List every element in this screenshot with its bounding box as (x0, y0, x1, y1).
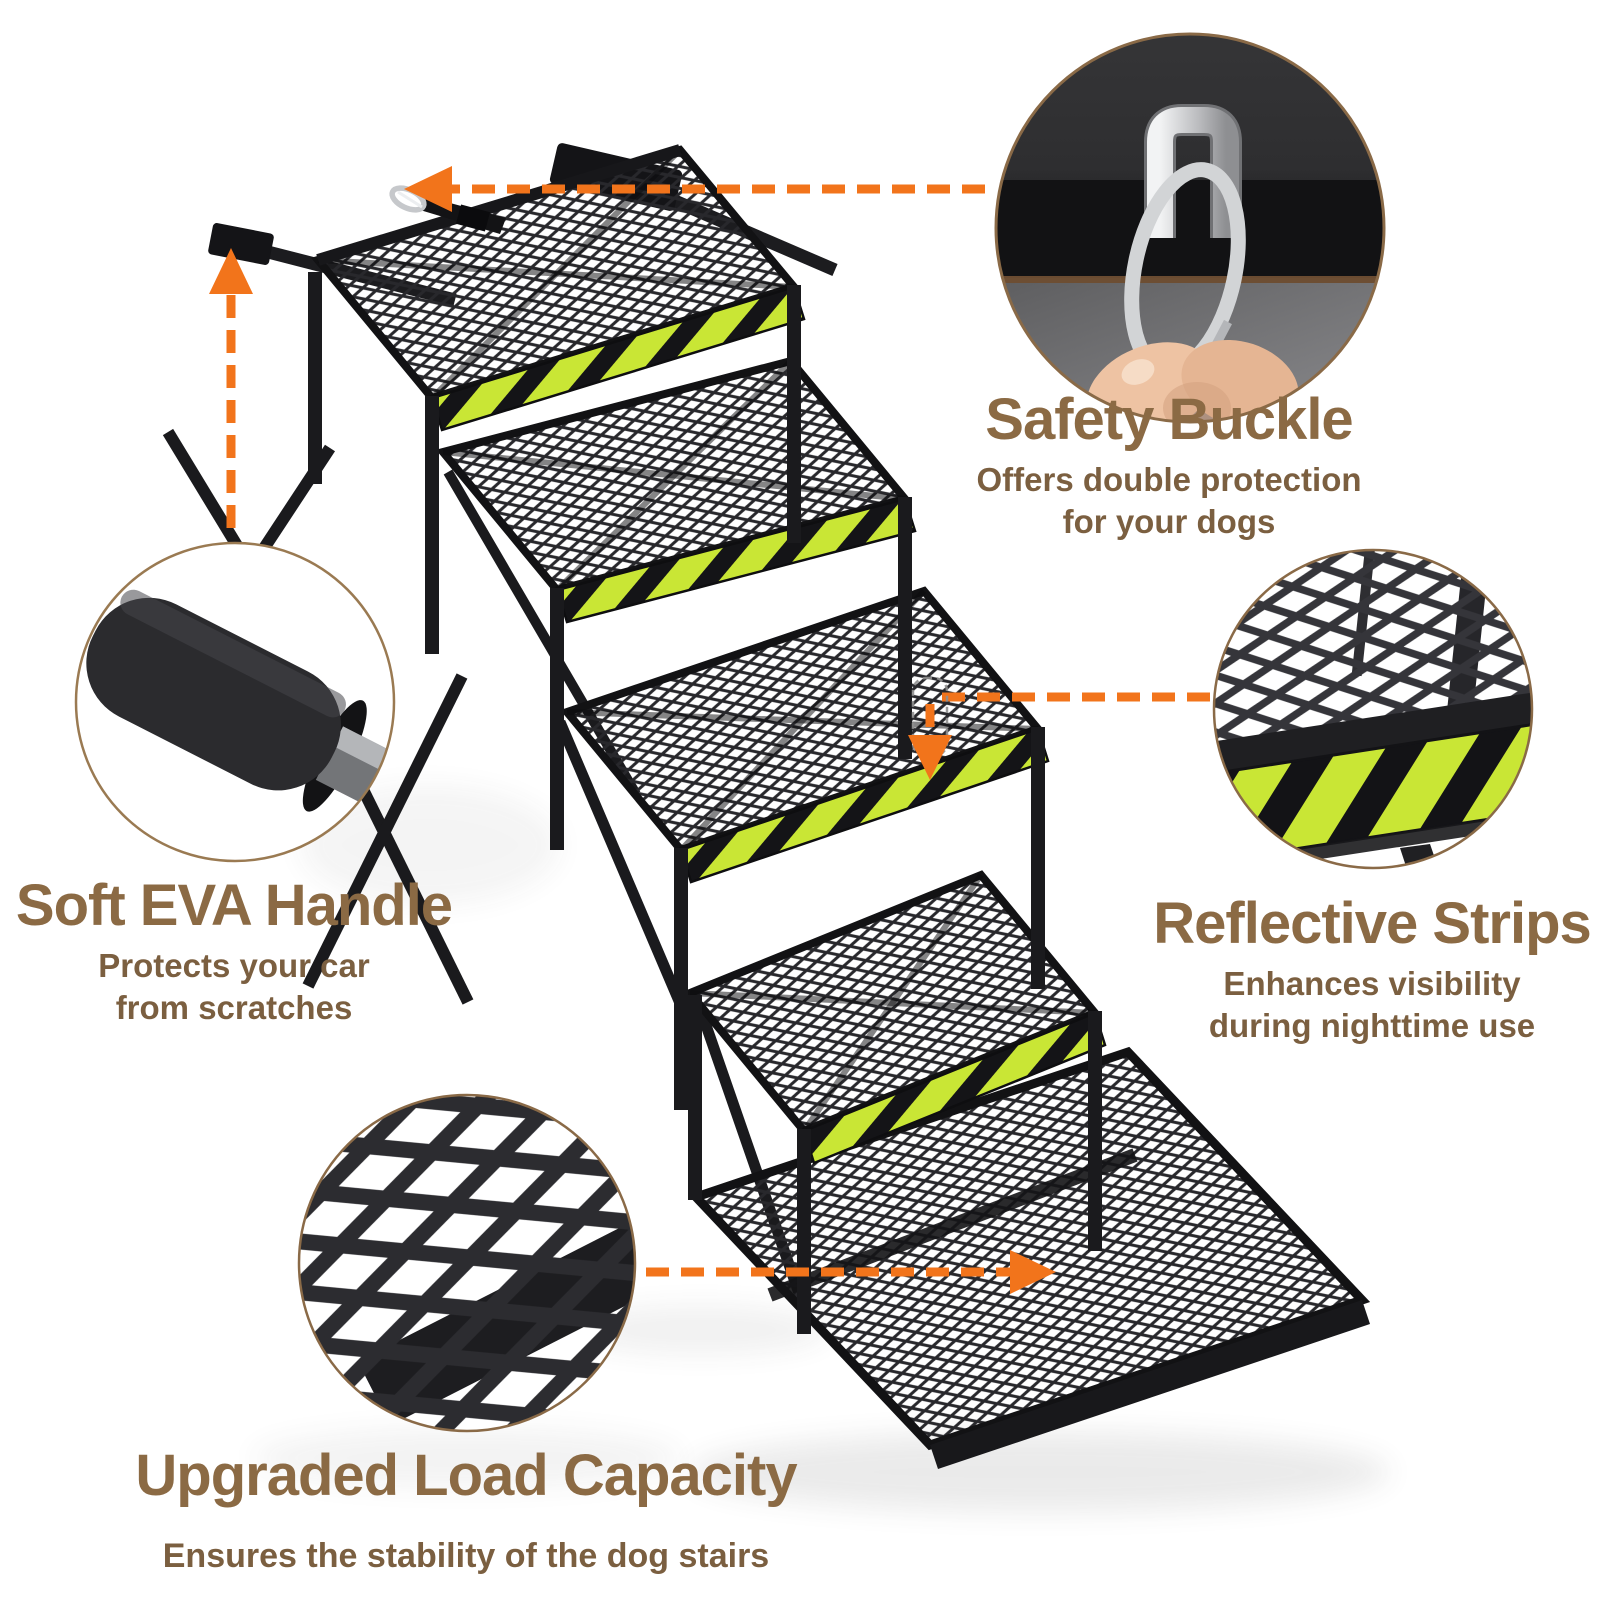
callout-subtitle-line1: Protects your car (98, 946, 370, 984)
dog-stairs (162, 143, 1371, 1469)
callout-safety-buckle: Safety Buckle Offers double protection f… (976, 387, 1362, 543)
callout-subtitle-line1: Enhances visibility (1223, 964, 1521, 1002)
callout-reflective-strips: Reflective Strips Enhances visibility du… (1153, 891, 1592, 1047)
callout-soft-eva-handle: Soft EVA Handle Protects your car from s… (15, 873, 453, 1029)
callout-title: Upgraded Load Capacity (135, 1443, 797, 1508)
strap-buckle (455, 204, 491, 232)
arrow-to-platform (646, 1250, 1056, 1294)
step-1 (311, 144, 806, 432)
callout-subtitle-line2: from scratches (115, 988, 353, 1026)
callout-subtitle-line2: for your dogs (1062, 502, 1276, 540)
callout-arrows (209, 166, 1210, 1294)
arrow-to-carabiner (404, 166, 985, 212)
arrow-to-strip (908, 676, 1210, 780)
eva-foam-sleeve (86, 597, 341, 791)
reflective-strip (1214, 722, 1532, 864)
mesh-closeup-photo (297, 1093, 637, 1433)
callout-upgraded-load-capacity: Upgraded Load Capacity Ensures the stabi… (135, 1443, 797, 1578)
step-3 (560, 586, 1050, 884)
metal-anchor (1147, 107, 1239, 238)
callout-title: Soft EVA Handle (15, 873, 453, 938)
callout-subtitle-line1: Offers double protection (976, 460, 1362, 498)
arrow-to-handle (209, 248, 253, 528)
callout-title: Reflective Strips (1153, 891, 1592, 956)
legs (308, 272, 1102, 1334)
eva-handle-cap-left (208, 223, 274, 265)
callout-subtitle-line1: Ensures the stability of the dog stairs (162, 1536, 770, 1575)
step-5-platform (687, 1046, 1371, 1469)
callout-title: Safety Buckle (985, 387, 1353, 452)
callout-subtitle-line2: during nighttime use (1208, 1006, 1536, 1044)
